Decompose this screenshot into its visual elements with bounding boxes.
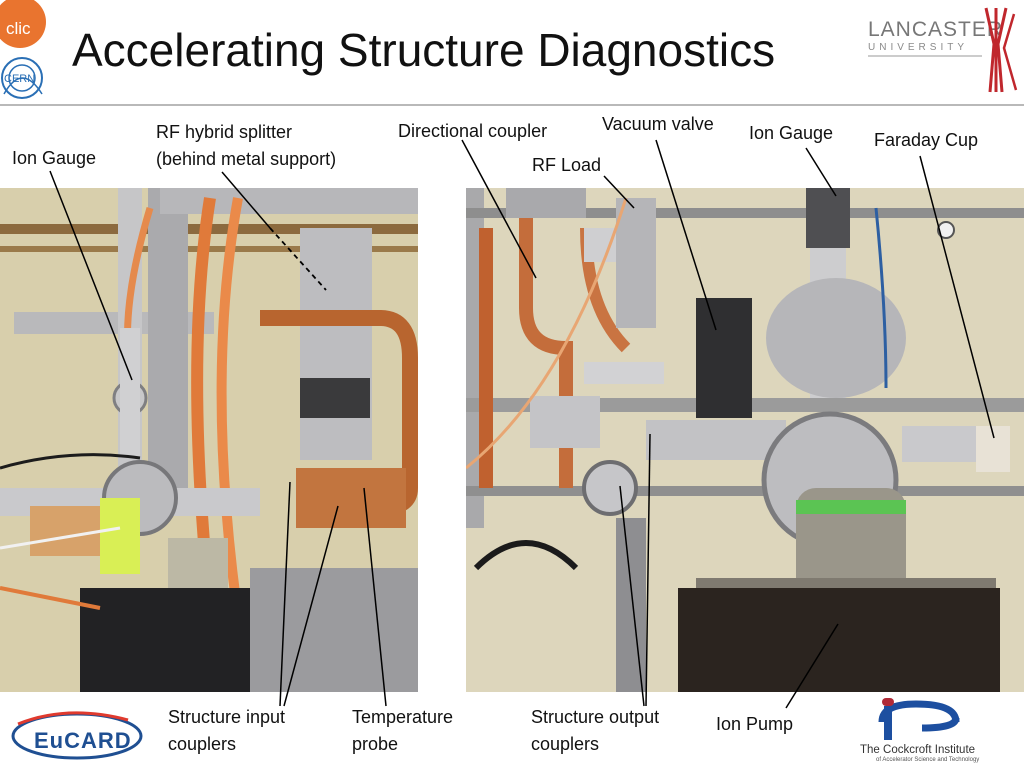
label-rf-load: RF Load [532,155,602,175]
eucard-logo-text: EuCARD [34,728,132,753]
label-faraday-cup: Faraday Cup [874,130,979,150]
label-directional-coupler: Directional coupler [398,121,548,141]
cockcroft-subtitle: of Accelerator Science and Technology [876,757,980,763]
label-structure-output-line1: Structure output [531,707,660,727]
clic-logo: clic [0,0,58,54]
label-ion-gauge-left: Ion Gauge [12,148,97,168]
cern-logo-text: CERN [4,73,35,85]
eucard-logo: EuCARD [8,706,146,762]
label-structure-input-line1: Structure input [168,707,286,727]
label-ion-gauge-right: Ion Gauge [749,123,834,143]
label-structure-input-couplers: Structure input couplers [168,704,285,758]
clic-logo-text: clic [6,19,31,38]
lancaster-university-text: UNIVERSITY [868,42,969,53]
title-divider [0,104,1024,106]
label-structure-output-couplers: Structure output couplers [531,704,659,758]
label-rf-hybrid-line2: (behind metal support) [156,149,337,169]
label-vacuum-valve: Vacuum valve [602,114,714,134]
label-rf-hybrid-splitter: RF hybrid splitter (behind metal support… [156,119,336,173]
cockcroft-institute-logo: The Cockcroft Institute of Accelerator S… [846,696,1022,766]
label-structure-output-line2: couplers [531,734,600,754]
lancaster-name: LANCASTER [868,18,1004,41]
label-temperature-line2: probe [352,734,399,754]
label-temperature-probe: Temperature probe [352,704,453,758]
label-rf-hybrid-line1: RF hybrid splitter [156,122,293,142]
label-ion-pump: Ion Pump [716,714,794,734]
cockcroft-name: The Cockcroft Institute [860,744,976,756]
cern-logo: CERN [0,54,58,106]
label-structure-input-line2: couplers [168,734,237,754]
right-beamline-photo [466,188,1024,692]
label-temperature-line1: Temperature [352,707,454,727]
lancaster-university-logo: LANCASTER UNIVERSITY [864,4,1022,94]
slide-title: Accelerating Structure Diagnostics [72,24,776,76]
left-beamline-photo [0,188,418,692]
